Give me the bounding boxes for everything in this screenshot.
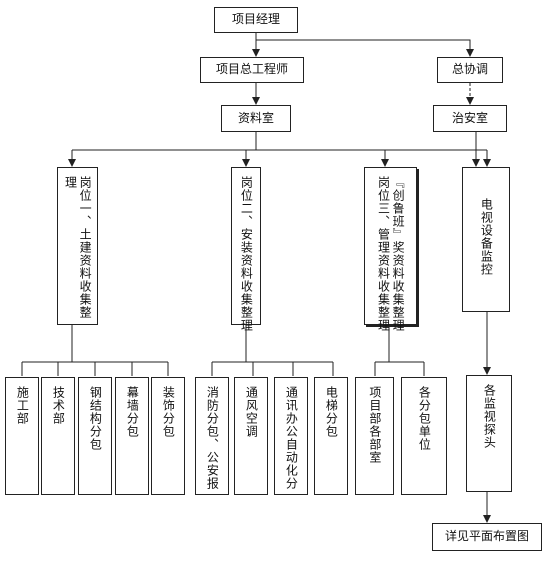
unit-curtain-wall: 幕墙分包 bbox=[115, 377, 149, 495]
unit-steel-label: 钢结构分包 bbox=[88, 386, 103, 451]
unit-construction: 施工部 bbox=[5, 377, 39, 495]
unit-fire-label: 消防分包、公安报 bbox=[205, 386, 220, 490]
unit-cameras: 各监视探头 bbox=[466, 375, 512, 492]
post-one-box: 岗位一、土建资料收集整理 bbox=[57, 167, 98, 325]
unit-telecom-label: 通讯办公自动化分 bbox=[284, 386, 299, 490]
unit-technical-label: 技术部 bbox=[51, 386, 66, 425]
unit-steel: 钢结构分包 bbox=[78, 377, 112, 495]
unit-decoration: 装饰分包 bbox=[151, 377, 185, 495]
luban-award-label: 『创鲁班』奖资料收集整理 bbox=[391, 176, 406, 332]
post-one-label: 岗位一、土建资料收集整理 bbox=[63, 176, 93, 319]
unit-construction-label: 施工部 bbox=[15, 386, 30, 425]
unit-hvac-label: 通风空调 bbox=[244, 386, 259, 438]
unit-telecom: 通讯办公自动化分 bbox=[274, 377, 308, 495]
general-coordinator-box: 总协调 bbox=[437, 57, 503, 83]
unit-curtain-wall-label: 幕墙分包 bbox=[125, 386, 140, 438]
unit-technical: 技术部 bbox=[41, 377, 75, 495]
project-manager-box: 项目经理 bbox=[214, 7, 298, 33]
unit-subcontractors: 各分包单位 bbox=[401, 377, 447, 495]
chief-engineer-box: 项目总工程师 bbox=[200, 57, 304, 83]
post-three-box: 岗位三、管理资料收集整理 『创鲁班』奖资料收集整理 bbox=[364, 167, 417, 332]
see-site-plan-box: 详见平面布置图 bbox=[432, 523, 542, 551]
unit-fire: 消防分包、公安报 bbox=[195, 377, 229, 495]
tv-monitor-label: 电视设备监控 bbox=[479, 198, 494, 276]
tv-monitor-box: 电视设备监控 bbox=[462, 167, 510, 312]
unit-hvac: 通风空调 bbox=[234, 377, 268, 495]
security-room-box: 治安室 bbox=[433, 105, 507, 132]
unit-cameras-label: 各监视探头 bbox=[482, 384, 497, 449]
unit-departments: 项目部各部室 bbox=[355, 377, 394, 495]
unit-elevator: 电梯分包 bbox=[314, 377, 348, 495]
post-two-box: 岗位二、安装资料收集整理 bbox=[231, 167, 261, 332]
records-room-box: 资料室 bbox=[221, 105, 291, 132]
post-two-label: 岗位二、安装资料收集整理 bbox=[239, 176, 254, 332]
unit-elevator-label: 电梯分包 bbox=[324, 386, 339, 438]
unit-departments-label: 项目部各部室 bbox=[367, 386, 382, 464]
unit-decoration-label: 装饰分包 bbox=[161, 386, 176, 438]
post-three-label: 岗位三、管理资料收集整理 bbox=[376, 176, 391, 332]
unit-subcontractors-label: 各分包单位 bbox=[417, 386, 432, 451]
